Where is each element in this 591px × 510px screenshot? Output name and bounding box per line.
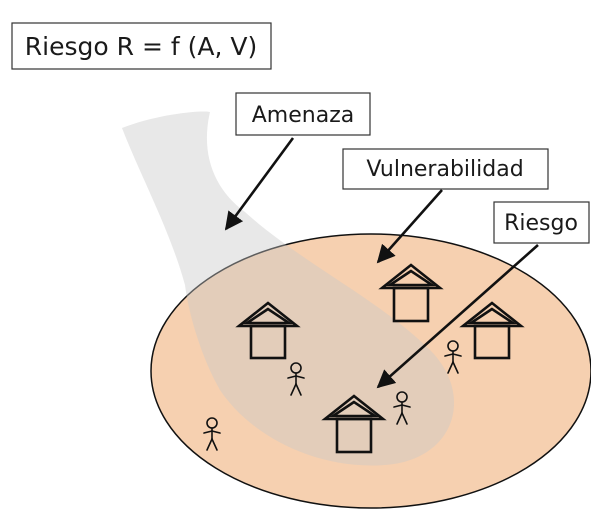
risk-label: Riesgo [504,211,578,236]
house [321,394,387,454]
threat-plume [122,111,455,466]
threat-arrow [224,137,295,231]
vulnerability-arrow [376,189,443,264]
person [203,417,221,451]
person [444,340,462,374]
house [459,301,525,360]
vulnerability-label-box: Vulnerabilidad [342,148,549,190]
person [393,391,411,425]
risk-label-box: Riesgo [493,201,590,244]
formula-text: Riesgo R = f (A, V) [25,32,257,61]
formula-box: Riesgo R = f (A, V) [11,22,272,70]
house [235,301,301,360]
vulnerability-label: Vulnerabilidad [366,157,523,182]
house [378,263,444,323]
threat-label: Amenaza [252,103,354,128]
threat-label-box: Amenaza [235,92,371,136]
person [287,362,305,396]
risk-arrow [376,244,539,389]
vulnerability-region [150,233,591,509]
